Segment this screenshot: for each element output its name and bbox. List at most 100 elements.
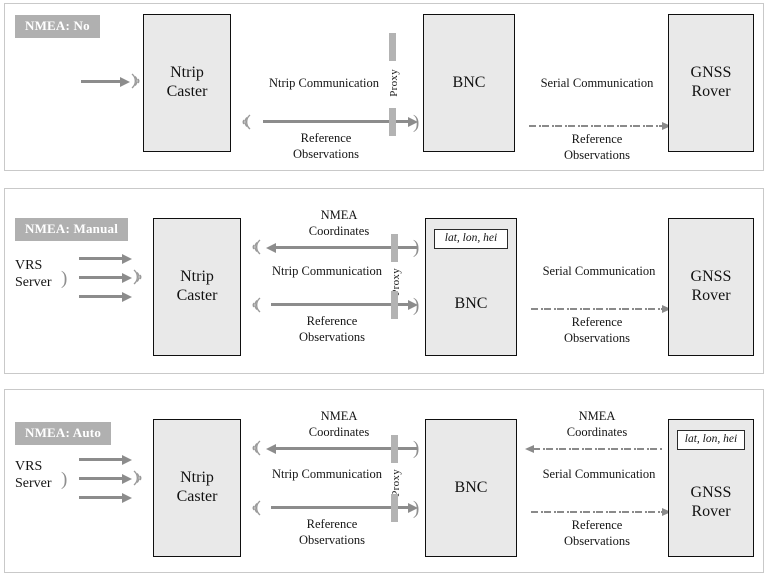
arrow-reference-observations-serial	[531, 308, 663, 310]
label-nmea-line1: NMEA	[320, 409, 358, 423]
label-proxy: Proxy	[388, 69, 400, 97]
node-bnc: BNC	[425, 419, 517, 557]
label-reference-line1: Reference	[571, 518, 623, 532]
label-ntrip-communication: Ntrip Communication	[268, 76, 380, 90]
node-label-line2: Caster	[166, 83, 208, 100]
node-vrs-server: VRS Server	[15, 458, 52, 492]
vrs-label-line1: VRS	[15, 258, 43, 273]
vrs-label-line2: Server	[15, 275, 52, 291]
arrow-nmea-coordinates-to-caster	[275, 246, 417, 249]
node-gnss-rover: lat, lon, hei GNSS Rover	[668, 419, 754, 557]
antenna-paren-icon: )	[413, 237, 420, 258]
label-serial-communication: Serial Communication	[542, 264, 656, 278]
arrow-reference-observations-serial	[529, 125, 663, 127]
node-label-line1: GNSS	[690, 268, 732, 286]
antenna-transmit-icon	[247, 237, 263, 257]
node-label-bnc: BNC	[454, 294, 488, 312]
antenna-paren-icon: )	[413, 438, 420, 459]
label-reference-line2: Observations	[299, 329, 365, 344]
node-gnss-rover: GNSS Rover	[668, 218, 754, 356]
antenna-paren-icon: )	[413, 112, 420, 133]
node-ntrip-caster: Ntrip Caster	[153, 218, 241, 356]
label-reference-line1: Reference	[571, 315, 623, 329]
arrow-reference-observations-ntrip	[271, 506, 409, 509]
antenna-transmit-icon	[247, 438, 263, 458]
coordinates-chip: lat, lon, hei	[677, 430, 745, 450]
antenna-paren-icon: )	[413, 295, 420, 316]
label-serial-communication: Serial Communication	[540, 76, 654, 90]
arrow-reference-observations-ntrip	[271, 303, 409, 306]
arrow-vrs-stream-3	[79, 295, 123, 298]
proxy-bar-lower	[391, 291, 398, 319]
node-label-bnc: BNC	[452, 73, 486, 91]
label-nmea-line2: Coordinates	[566, 424, 628, 439]
label-reference-line1: Reference	[300, 131, 352, 145]
node-label-line1: Ntrip	[180, 268, 214, 286]
panel-nmea-auto: NMEA: Auto VRS Server ) Ntrip Caster	[4, 389, 764, 573]
proxy-bar-lower	[389, 108, 396, 136]
label-ntrip-communication: Ntrip Communication	[271, 264, 383, 278]
label-reference-line1: Reference	[306, 517, 358, 531]
node-vrs-server: VRS Server	[15, 257, 52, 291]
node-label-line2: Rover	[691, 503, 731, 520]
label-reference-line2: Observations	[293, 146, 359, 161]
antenna-transmit-icon	[247, 295, 263, 315]
label-reference-line2: Observations	[299, 532, 365, 547]
label-reference-line2: Observations	[564, 330, 630, 345]
node-label-line2: Rover	[691, 83, 731, 100]
antenna-paren-icon: )	[413, 498, 420, 519]
antenna-paren-icon: )	[61, 469, 68, 490]
coordinates-chip: lat, lon, hei	[434, 229, 508, 249]
node-label-line1: Ntrip	[180, 469, 214, 487]
label-nmea-line2: Coordinates	[308, 223, 370, 238]
label-nmea-line2: Coordinates	[308, 424, 370, 439]
arrow-vrs-stream-1	[79, 257, 123, 260]
arrow-vrs-stream-3	[79, 496, 123, 499]
arrow-nmea-coordinates-to-caster	[275, 447, 417, 450]
arrow-vrs-stream-2	[79, 477, 123, 480]
vrs-label-line1: VRS	[15, 459, 43, 474]
label-nmea-line1: NMEA	[578, 409, 616, 423]
node-label-line2: Caster	[176, 488, 218, 505]
node-gnss-rover: GNSS Rover	[668, 14, 754, 152]
antenna-paren-icon: )	[61, 268, 68, 289]
arrow-nmea-coordinates-from-rover	[533, 448, 663, 450]
status-badge-nmea-manual: NMEA: Manual	[15, 218, 129, 241]
antenna-receive-icon	[131, 267, 147, 287]
label-reference-line1: Reference	[571, 132, 623, 146]
node-bnc: BNC	[423, 14, 515, 152]
node-label-line2: Rover	[691, 287, 731, 304]
arrow-vrs-stream-1	[79, 458, 123, 461]
node-label-line2: Caster	[176, 287, 218, 304]
label-proxy: Proxy	[390, 469, 402, 497]
label-reference-line2: Observations	[564, 147, 630, 162]
antenna-receive-icon	[129, 71, 145, 91]
node-label-bnc: BNC	[454, 478, 488, 496]
label-serial-communication: Serial Communication	[542, 467, 656, 481]
node-bnc: lat, lon, hei BNC	[425, 218, 517, 356]
proxy-bar-upper	[389, 33, 396, 61]
label-ntrip-communication: Ntrip Communication	[271, 467, 383, 481]
panel-nmea-no: NMEA: No Ntrip Caster	[4, 3, 764, 171]
arrow-reference-observations-ntrip	[263, 120, 409, 123]
antenna-transmit-icon	[237, 112, 253, 132]
node-ntrip-caster: Ntrip Caster	[143, 14, 231, 152]
proxy-bar-lower	[391, 494, 398, 522]
node-label-line1: GNSS	[690, 64, 732, 82]
label-reference-line1: Reference	[306, 314, 358, 328]
label-nmea-line1: NMEA	[320, 208, 358, 222]
antenna-transmit-icon	[247, 498, 263, 518]
node-label-line1: GNSS	[690, 484, 732, 502]
panel-nmea-manual: NMEA: Manual VRS Server ) Ntrip Caste	[4, 188, 764, 374]
arrow-incoming-stream	[81, 80, 121, 83]
arrow-reference-observations-serial	[531, 511, 663, 513]
vrs-label-line2: Server	[15, 476, 52, 492]
proxy-bar-upper	[391, 435, 398, 463]
arrow-vrs-stream-2	[79, 276, 123, 279]
status-badge-nmea-no: NMEA: No	[15, 15, 100, 38]
label-reference-line2: Observations	[564, 533, 630, 548]
status-badge-nmea-auto: NMEA: Auto	[15, 422, 112, 445]
node-label-line1: Ntrip	[170, 64, 204, 82]
node-ntrip-caster: Ntrip Caster	[153, 419, 241, 557]
